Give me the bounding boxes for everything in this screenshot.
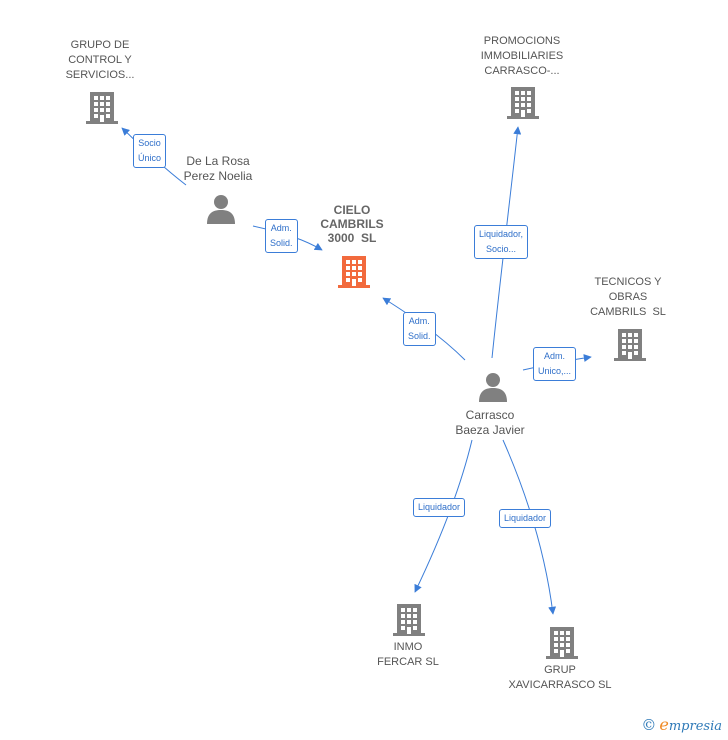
person-icon[interactable] [207, 195, 235, 224]
node-label-inmo[interactable]: INMO FERCAR SL [358, 640, 458, 670]
edge-label-line: Unico,... [538, 366, 572, 376]
edge-label-line: Liquidador, [479, 229, 524, 239]
edge-label-adm-solid-1[interactable]: Adm. Solid. [265, 219, 298, 253]
brand-name: mpresia [668, 719, 722, 734]
edge-label-line: Único [138, 153, 162, 163]
node-label-line: Carrasco [465, 408, 515, 422]
node-label-line: De La Rosa [186, 154, 250, 168]
node-label-line: PROMOCIONS [483, 35, 561, 47]
node-label-line: INMO [393, 641, 423, 653]
edge-label-line: Liquidador [418, 502, 461, 512]
node-label-line: XAVICARRASCO SL [508, 679, 612, 691]
edge-label-line: Solid. [270, 238, 293, 248]
copyright-symbol: © [641, 716, 657, 734]
edge-label-liquidador-1[interactable]: Liquidador [413, 498, 466, 517]
edge-label-line: Liquidador [504, 513, 547, 523]
node-label-tecnicos[interactable]: TECNICOS Y OBRAS CAMBRILS SL [580, 275, 676, 320]
node-label-promocions[interactable]: PROMOCIONS IMMOBILIARIES CARRASCO-... [466, 34, 578, 79]
building-icon[interactable] [546, 627, 578, 659]
node-label-line: OBRAS [608, 291, 648, 303]
node-label-line: CAMBRILS SL [590, 306, 666, 318]
edge-label-socio-unico[interactable]: Socio Único [133, 134, 167, 168]
edge-label-line: Adm. [544, 351, 566, 361]
edge-label-liquidador-socio[interactable]: Liquidador, Socio... [474, 225, 529, 259]
node-label-line: IMMOBILIARIES [480, 50, 564, 62]
node-label-grup[interactable]: GRUP XAVICARRASCO SL [495, 663, 625, 693]
node-label-line: GRUP [544, 664, 576, 676]
node-label-grupo[interactable]: GRUPO DE CONTROL Y SERVICIOS... [50, 38, 150, 83]
node-label-line: 3000 SL [327, 231, 377, 245]
building-icon[interactable] [338, 256, 370, 288]
edge-label-line: Socio [138, 138, 161, 148]
edge-label-adm-solid-2[interactable]: Adm. Solid. [403, 312, 436, 346]
edge-label-line: Adm. [408, 316, 430, 326]
node-label-line: CAMBRILS [320, 217, 384, 231]
building-icon[interactable] [393, 604, 425, 636]
building-icon[interactable] [507, 87, 539, 119]
edge-label-adm-unico[interactable]: Adm. Unico,... [533, 347, 577, 381]
node-label-delarosa[interactable]: De La Rosa Perez Noelia [168, 154, 268, 184]
brand-logo[interactable]: ©empresia [641, 715, 722, 734]
node-label-carrasco[interactable]: Carrasco Baeza Javier [440, 408, 540, 438]
node-label-line: Perez Noelia [183, 169, 253, 183]
node-label-line: CIELO [333, 203, 371, 217]
edge-label-line: Solid. [408, 331, 431, 341]
brand-initial: e [659, 715, 669, 734]
edge-label-liquidador-2[interactable]: Liquidador [499, 509, 552, 528]
node-label-line: TECNICOS Y [594, 276, 662, 288]
node-label-line: FERCAR SL [377, 656, 439, 668]
building-icon[interactable] [86, 92, 118, 124]
node-label-line: CARRASCO-... [484, 65, 560, 77]
edge-label-line: Socio... [486, 244, 517, 254]
node-label-cielo[interactable]: CIELO CAMBRILS 3000 SL [304, 203, 400, 245]
edge-label-line: Adm. [270, 223, 292, 233]
node-label-line: CONTROL Y [68, 54, 132, 66]
node-label-line: GRUPO DE [70, 39, 130, 51]
building-icon[interactable] [614, 329, 646, 361]
node-label-line: Baeza Javier [455, 423, 525, 437]
person-icon[interactable] [479, 373, 507, 402]
edge-lines [121, 126, 592, 615]
node-label-line: SERVICIOS... [65, 69, 135, 81]
